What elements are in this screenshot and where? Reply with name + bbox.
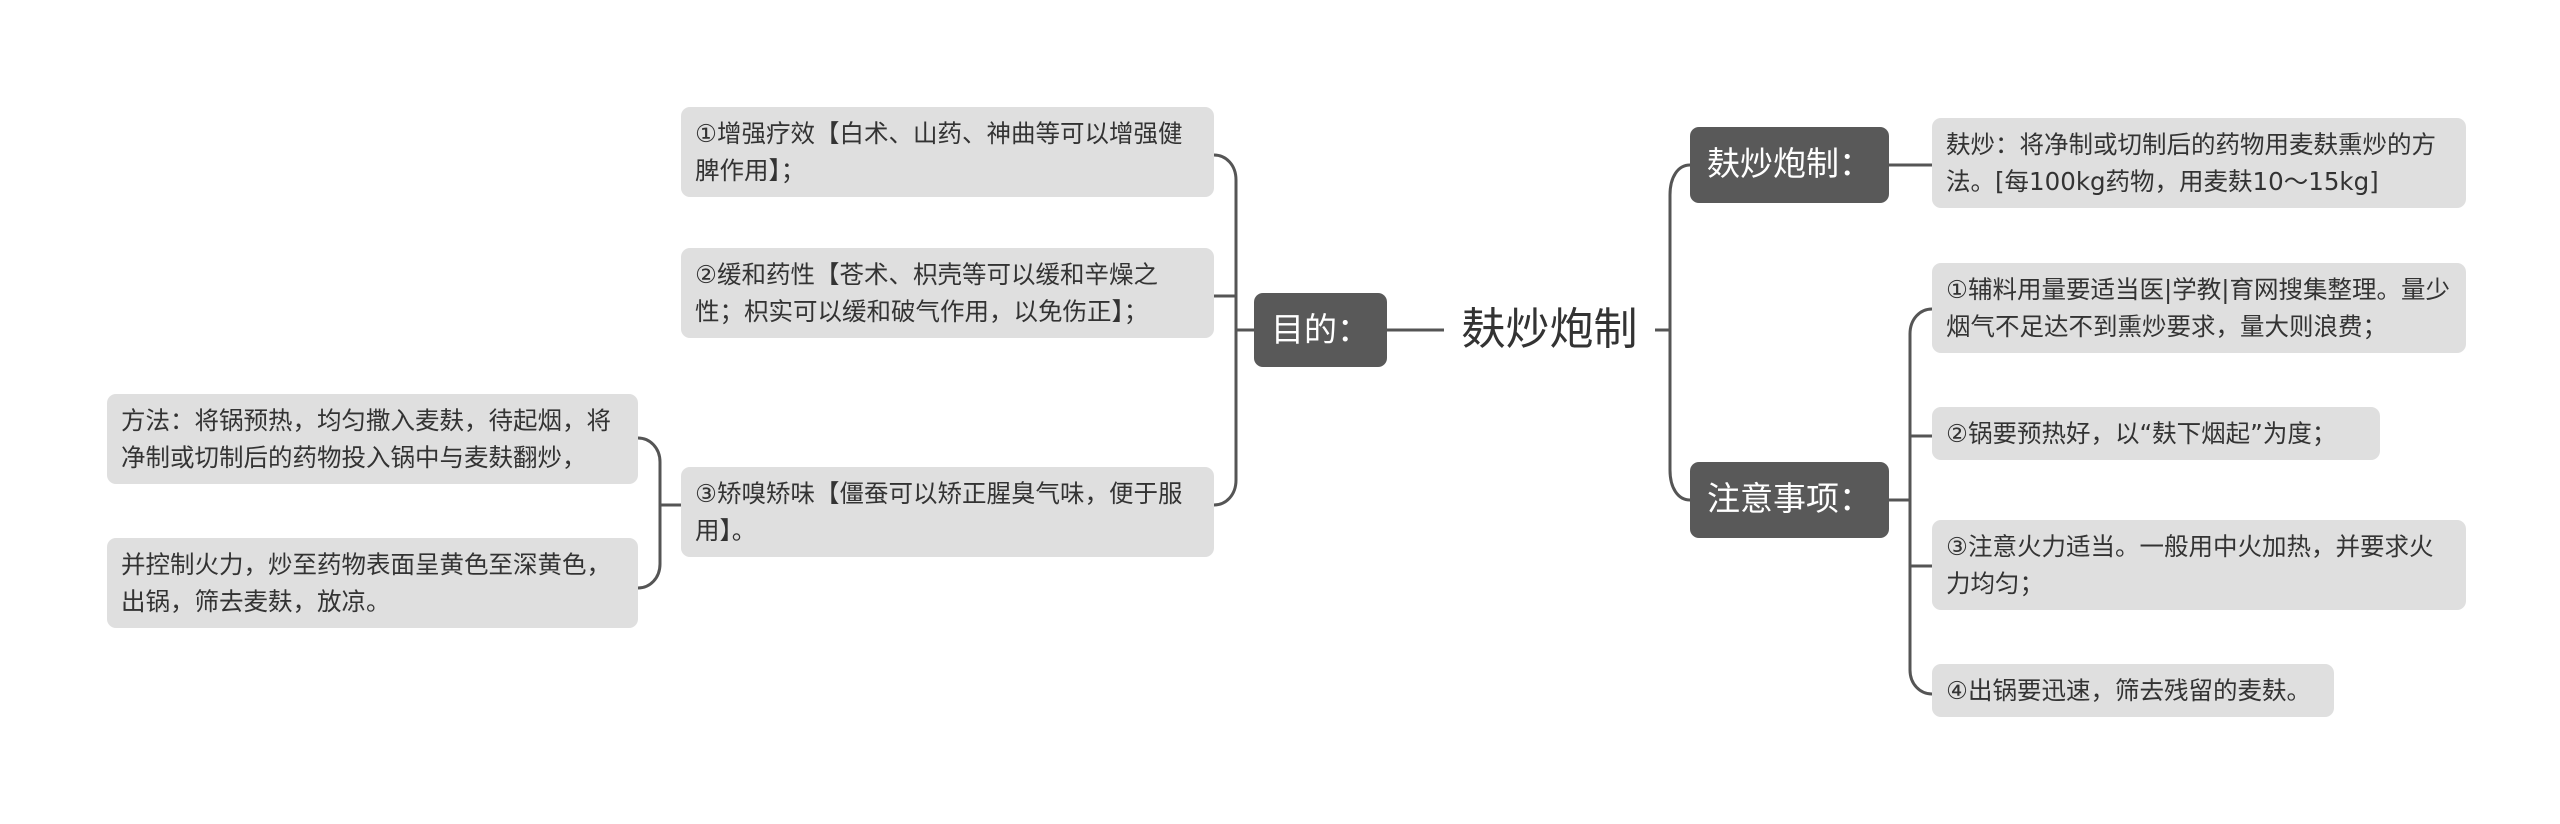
caution-items-trunk [1908, 307, 1933, 696]
purpose-item-1[interactable]: ①增强疗效【白术、山药、神曲等可以增强健脾作用】； [681, 107, 1214, 197]
left-branch-trunk [1213, 153, 1254, 507]
branch-purpose[interactable]: 目的： [1254, 293, 1387, 367]
purpose-item-3[interactable]: ③矫嗅矫味【僵蚕可以矫正腥臭气味，便于服用】。 [681, 467, 1214, 557]
branch-cautions[interactable]: 注意事项： [1690, 462, 1889, 538]
method-item-2[interactable]: 并控制火力，炒至药物表面呈黄色至深黄色，出锅，筛去麦麸，放凉。 [107, 538, 638, 628]
right-trunk [1668, 163, 1691, 502]
caution-item-2[interactable]: ②锅要预热好，以“麸下烟起”为度； [1932, 407, 2380, 460]
sub-items-trunk [637, 436, 662, 590]
method-item-1[interactable]: 方法：将锅预热，均匀撒入麦麸，待起烟，将净制或切制后的药物投入锅中与麦麸翻炒， [107, 394, 638, 484]
branch-fuchao-processing[interactable]: 麸炒炮制： [1690, 127, 1889, 203]
root-topic[interactable]: 麸炒炮制 [1461, 304, 1638, 355]
fuchao-definition[interactable]: 麸炒：将净制或切制后的药物用麦麸熏炒的方法。[每100kg药物，用麦麸10～15… [1932, 118, 2466, 208]
purpose-item-2[interactable]: ②缓和药性【苍术、枳壳等可以缓和辛燥之性；枳实可以缓和破气作用，以免伤正】； [681, 248, 1214, 338]
caution-item-1[interactable]: ①辅料用量要适当医|学教|育网搜集整理。量少烟气不足达不到熏炒要求，量大则浪费； [1932, 263, 2466, 353]
caution-item-4[interactable]: ④出锅要迅速，筛去残留的麦麸。 [1932, 664, 2334, 717]
caution-item-3[interactable]: ③注意火力适当。一般用中火加热，并要求火力均匀； [1932, 520, 2466, 610]
